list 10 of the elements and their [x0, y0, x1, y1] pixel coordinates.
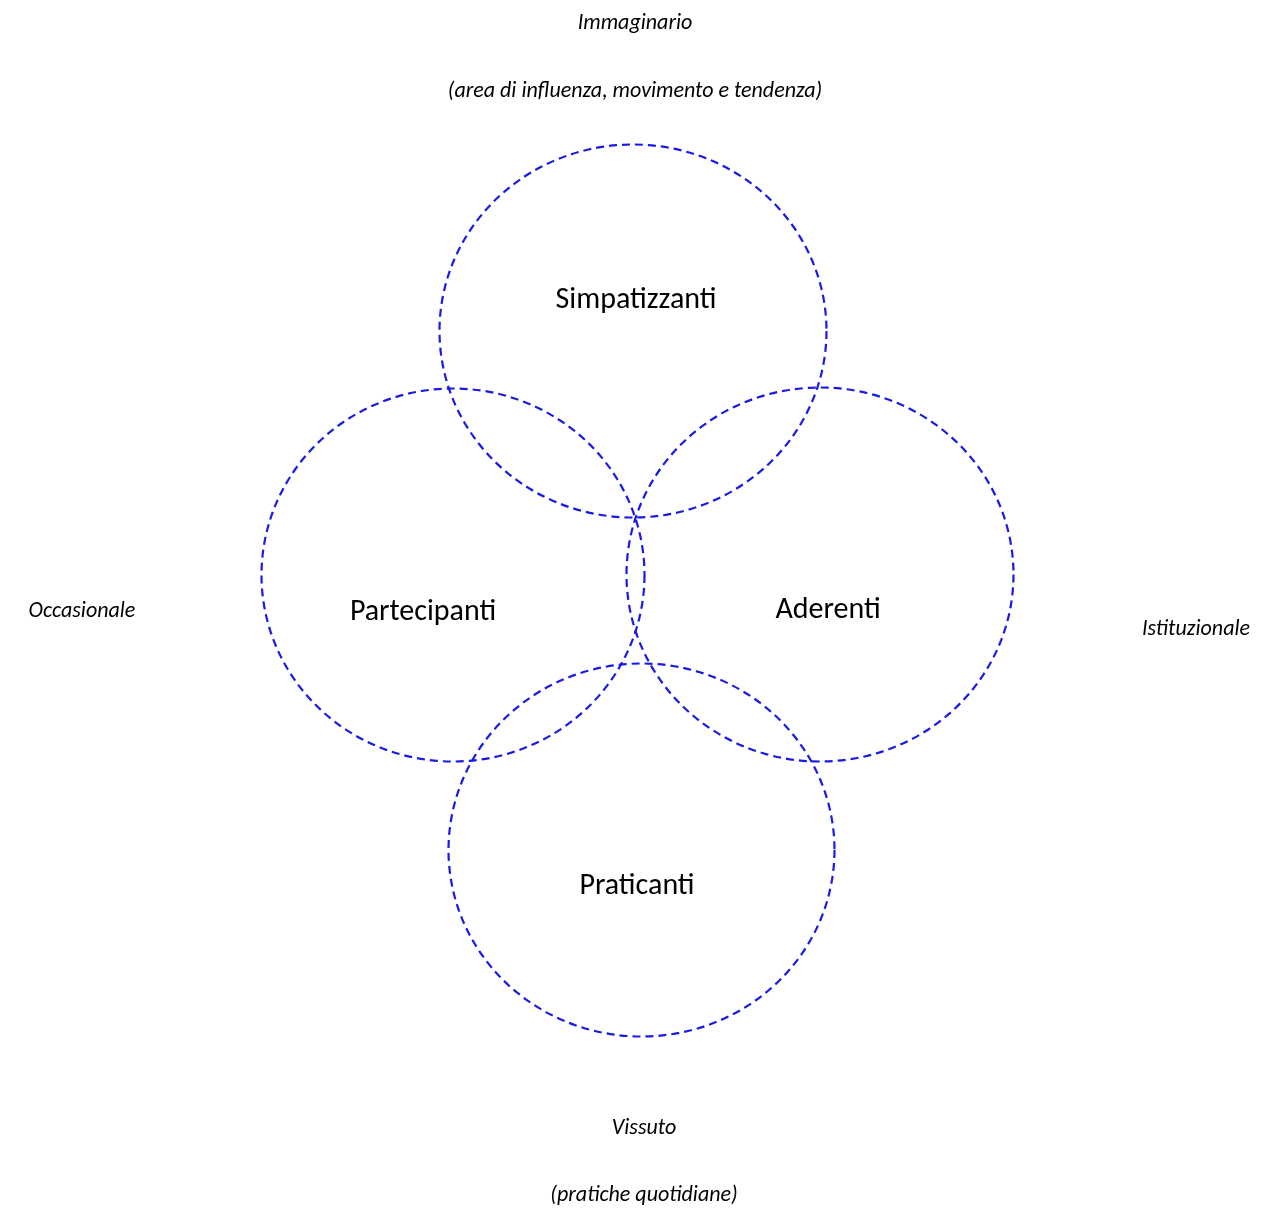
axis-label: Vissuto: [611, 1116, 677, 1138]
circle-label: Simpatizzanti: [555, 283, 717, 313]
circle-label: Partecipanti: [349, 595, 497, 625]
axis-label: (area di influenza, movimento e tendenza): [447, 79, 823, 101]
axis-label: Occasionale: [28, 599, 136, 621]
axis-label: (pratiche quotidiane): [550, 1183, 738, 1205]
axis-label: Immaginario: [577, 11, 693, 33]
circle-label: Praticanti: [579, 869, 695, 899]
circle-label: Aderenti: [775, 593, 881, 623]
axis-label: Istituzionale: [1142, 617, 1250, 639]
